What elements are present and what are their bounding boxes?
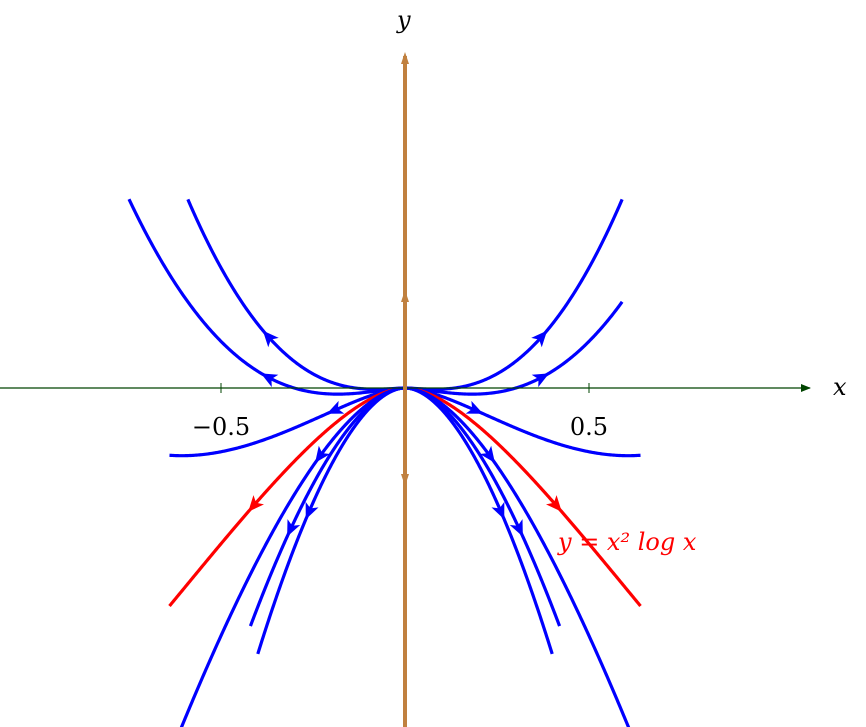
x-tick-label: −0.5 [192, 413, 250, 441]
special-curve-arrow [546, 495, 562, 512]
curve-equation-label: y = x² log x [557, 528, 697, 556]
y-axis-arrowhead [401, 52, 409, 64]
special-solution-curve [168, 386, 406, 608]
flow-curve [404, 386, 554, 655]
flow-arrow [509, 519, 523, 537]
flow-arrow [491, 501, 505, 520]
arrows-group [248, 52, 562, 537]
flow-arrow [287, 519, 301, 537]
flow-curve [186, 198, 406, 391]
y-axis-flow-arrow [401, 290, 409, 302]
flow-curve [256, 386, 406, 655]
flow-curve [169, 386, 406, 458]
flow-curve [179, 386, 406, 727]
axes-group [0, 56, 811, 727]
ticks-group: −0.5 0.5 [192, 383, 608, 441]
flow-arrow [531, 373, 550, 388]
flow-curve [404, 386, 631, 727]
special-solution-curve [404, 386, 642, 608]
flow-arrow [531, 330, 548, 348]
flow-arrow [326, 400, 345, 414]
special-curve-arrow [248, 495, 264, 512]
x-axis-label: x [833, 373, 847, 401]
flow-arrow [479, 445, 495, 463]
flow-arrow [465, 400, 484, 414]
flow-curve [404, 198, 624, 391]
flow-curve [404, 386, 641, 458]
y-axis-flow-arrow [401, 474, 409, 486]
flow-curve [248, 386, 406, 627]
curves-group [127, 198, 642, 727]
x-tick-label: 0.5 [570, 413, 608, 441]
flow-arrow [260, 373, 279, 388]
flow-curve [127, 198, 406, 396]
flow-arrow [305, 501, 319, 520]
flow-curve [404, 300, 624, 396]
flow-arrow [262, 330, 279, 348]
flow-curve [404, 386, 562, 627]
y-axis-label: y [396, 6, 411, 34]
flow-arrow [315, 445, 331, 463]
